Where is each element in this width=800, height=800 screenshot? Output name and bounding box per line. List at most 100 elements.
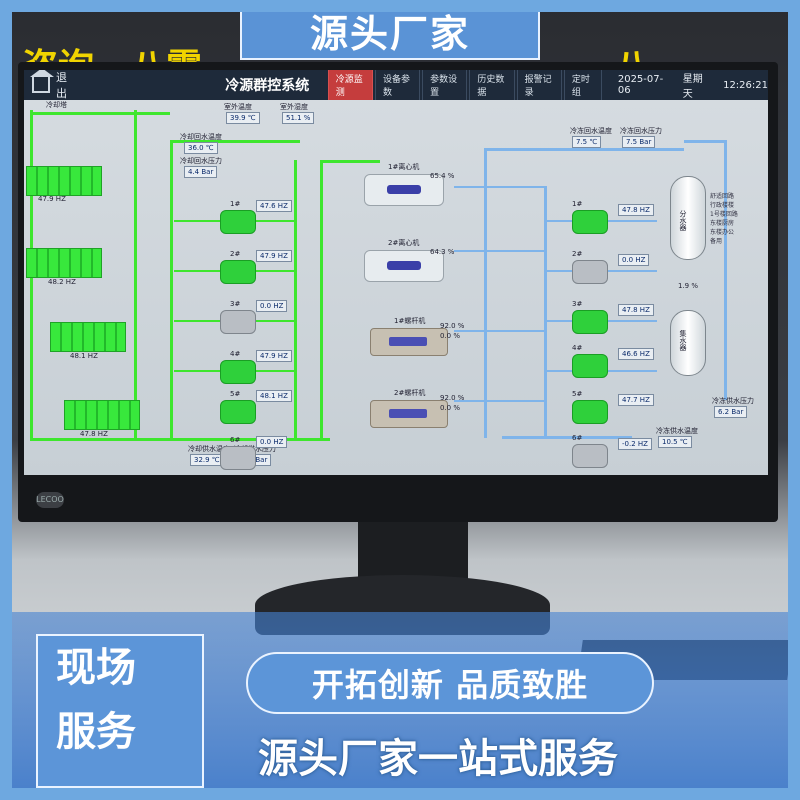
screw-chiller-1-name: 1#螺杆机 [394, 317, 426, 325]
innovation-pill: 开拓创新 品质致胜 [246, 652, 654, 714]
monitor-stand [358, 522, 468, 582]
legend-item: 舒适回路 [710, 193, 735, 200]
time-display: 12:26:21 [723, 79, 768, 91]
cooling-tower-3[interactable] [50, 322, 126, 352]
chw-supply-pressure-value: 6.2 Bar [714, 406, 748, 418]
cooling-pump-4-name: 4# [230, 350, 241, 358]
cooling-pump-1[interactable] [220, 210, 256, 234]
scada-screen: 退出 冷源群控系统 冷源监测 设备参数 参数设置 历史数据 报警记录 定时组 2… [24, 70, 768, 475]
system-title: 冷源群控系统 [225, 78, 310, 94]
screw-chiller-2-load2: 0.0 % [440, 404, 461, 412]
tab-monitor[interactable]: 冷源监测 [327, 70, 373, 101]
chilled-pump-6-name: 6# [572, 434, 583, 442]
chilled-pump-2[interactable] [572, 260, 608, 284]
cooling-pump-5-hz: 48.1 HZ [256, 390, 292, 402]
chw-supply-pressure-label: 冷冻供水压力 [712, 397, 754, 405]
tab-device-params[interactable]: 设备参数 [374, 70, 421, 101]
outdoor-temp-value: 39.9 ℃ [226, 112, 260, 124]
chw-return-pressure-value: 7.5 Bar [622, 136, 656, 148]
cooling-tower-label: 冷却塔 [46, 101, 67, 109]
legend-item: 行政楼楼 [710, 202, 735, 209]
chilled-pump-1[interactable] [572, 210, 608, 234]
chw-return-temp-label: 冷冻回水温度 [570, 127, 612, 135]
chilled-pump-4-hz: 46.6 HZ [618, 348, 654, 360]
scada-diagram: 冷却塔 室外温度 39.9 ℃ 室外湿度 51.1 % 冷却回水温度 36.0 … [24, 100, 768, 475]
cw-return-temp-label: 冷却回水温度 [180, 133, 222, 141]
screw-chiller-1-load2: 0.0 % [440, 332, 461, 340]
chiller-2-load: 64.3 % [430, 248, 455, 256]
date-display: 2025-07-06 [617, 74, 664, 96]
cooling-pump-6[interactable] [220, 446, 256, 470]
tab-history[interactable]: 历史数据 [469, 70, 515, 101]
cooling-pump-5[interactable] [220, 400, 256, 424]
screw-chiller-1[interactable] [370, 328, 448, 356]
water-distributor-tank[interactable] [670, 176, 706, 260]
scada-header: 退出 冷源群控系统 冷源监测 设备参数 参数设置 历史数据 报警记录 定时组 2… [24, 70, 768, 101]
chilled-pump-5-hz: 47.7 HZ [618, 394, 654, 406]
circuit-legend: 舒适回路 行政楼楼 1号楼回路 东楼厨房 东楼办公 备用 [710, 192, 738, 246]
tab-bar: 冷源监测 设备参数 参数设置 历史数据 报警记录 定时组 [327, 70, 604, 101]
centrifugal-chiller-1[interactable] [364, 174, 444, 206]
chilled-pump-1-name: 1# [572, 200, 583, 208]
chilled-pump-3-name: 3# [572, 300, 583, 308]
cooling-pump-3[interactable] [220, 310, 256, 334]
cooling-pump-1-name: 1# [230, 200, 241, 208]
cooling-tower-4[interactable] [64, 400, 140, 430]
chilled-pump-4[interactable] [572, 354, 608, 378]
cooling-pump-2-hz: 47.9 HZ [256, 250, 292, 262]
cooling-pump-6-name: 6# [230, 436, 241, 444]
monitor-brand-logo: LECOO [36, 492, 64, 508]
tab-alarms[interactable]: 报警记录 [516, 70, 562, 101]
cooling-pump-4[interactable] [220, 360, 256, 384]
screw-chiller-2-name: 2#螺杆机 [394, 389, 426, 397]
cw-supply-temp-value: 32.9 ℃ [190, 454, 224, 466]
cw-supply-temp-label: 冷却供水温度 [188, 445, 230, 453]
chiller-1-load: 65.4 % [430, 172, 455, 180]
distributor-label: 分水器 [679, 210, 687, 231]
cooling-tower-1[interactable] [26, 166, 102, 196]
slogan-text: 源头厂家一站式服务 [258, 736, 618, 782]
legend-item: 东楼办公 [710, 229, 735, 236]
legend-item: 备用 [710, 238, 723, 245]
tab-timers[interactable]: 定时组 [563, 70, 602, 101]
bypass-valve-value: 1.9 % [678, 282, 699, 290]
cooling-pump-5-name: 5# [230, 390, 241, 398]
chw-supply-temp-value: 10.5 ℃ [658, 436, 692, 448]
chilled-pump-3[interactable] [572, 310, 608, 334]
chilled-pump-1-hz: 47.8 HZ [618, 204, 654, 216]
cooling-pump-2[interactable] [220, 260, 256, 284]
centrifugal-chiller-2[interactable] [364, 250, 444, 282]
onsite-service-line2: 服务 [56, 709, 136, 755]
chilled-pump-5[interactable] [572, 400, 608, 424]
onsite-service-line1: 现场 [56, 645, 136, 691]
tab-settings[interactable]: 参数设置 [422, 70, 468, 101]
chilled-pump-4-name: 4# [572, 344, 583, 352]
cooling-pump-6-hz: 0.0 HZ [256, 436, 288, 448]
exit-button[interactable]: 退出 [56, 71, 68, 100]
outdoor-humidity-value: 51.1 % [282, 112, 315, 124]
tower-3-hz: 48.1 HZ [70, 352, 98, 360]
top-banner: 源头厂家 [240, 0, 540, 60]
chw-supply-temp-label: 冷冻供水温度 [656, 427, 698, 435]
screw-chiller-2-load: 92.0 % [440, 394, 465, 402]
screw-chiller-1-load: 92.0 % [440, 322, 465, 330]
tower-1-hz: 47.9 HZ [38, 195, 66, 203]
cooling-pump-1-hz: 47.6 HZ [256, 200, 292, 212]
screw-chiller-2[interactable] [370, 400, 448, 428]
tower-2-hz: 48.2 HZ [48, 278, 76, 286]
cooling-tower-2[interactable] [26, 248, 102, 278]
cw-return-temp-value: 36.0 ℃ [184, 142, 218, 154]
legend-item: 1号楼回路 [710, 211, 738, 218]
chw-return-temp-value: 7.5 ℃ [572, 136, 602, 148]
outdoor-humidity-label: 室外湿度 [280, 103, 308, 111]
onsite-service-box: 现场 服务 [36, 634, 204, 788]
chw-return-pressure-label: 冷冻回水压力 [620, 127, 662, 135]
cooling-pump-4-hz: 47.9 HZ [256, 350, 292, 362]
chilled-pump-3-hz: 47.8 HZ [618, 304, 654, 316]
home-icon[interactable] [29, 70, 55, 93]
chilled-pump-6[interactable] [572, 444, 608, 468]
water-collector-tank[interactable] [670, 310, 706, 376]
tower-4-hz: 47.8 HZ [80, 430, 108, 438]
cw-return-pressure-value: 4.4 Bar [184, 166, 218, 178]
cw-return-pressure-label: 冷却回水压力 [180, 157, 222, 165]
